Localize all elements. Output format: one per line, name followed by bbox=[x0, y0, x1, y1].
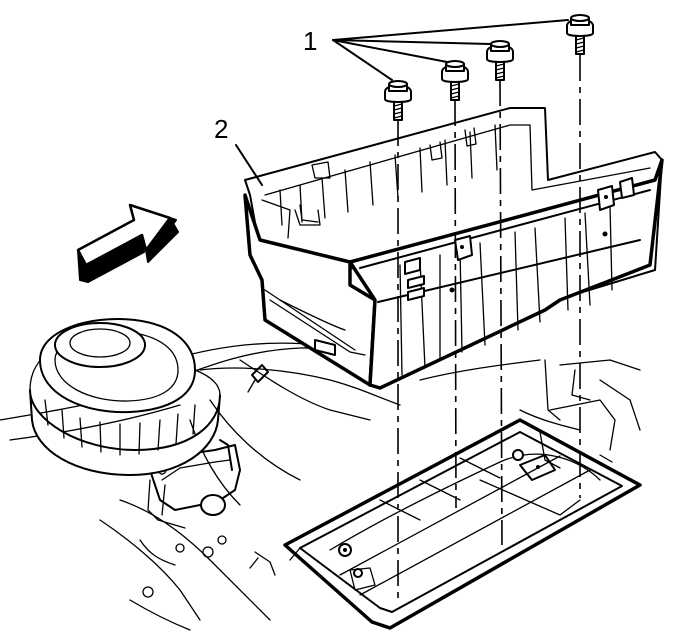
bolts bbox=[384, 14, 594, 121]
callout-1-label: 1 bbox=[303, 26, 317, 56]
leader-lines bbox=[235, 19, 569, 186]
bolt-icon bbox=[486, 40, 514, 81]
callout-2-label: 2 bbox=[214, 114, 228, 144]
bolt-icon bbox=[384, 80, 412, 121]
tray-base bbox=[283, 418, 642, 630]
bolt-center-lines bbox=[397, 55, 581, 600]
direction-arrow-icon bbox=[76, 203, 179, 283]
bolt-icon bbox=[566, 14, 594, 55]
strut-tower bbox=[29, 318, 221, 476]
battery-tray-upper bbox=[243, 107, 664, 390]
bolt-icon bbox=[441, 60, 469, 101]
